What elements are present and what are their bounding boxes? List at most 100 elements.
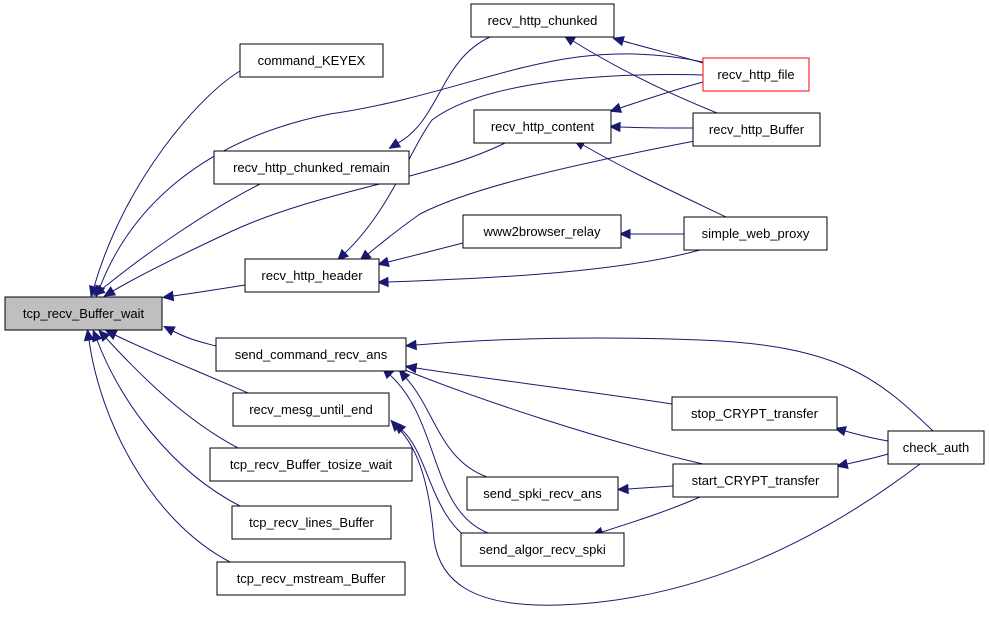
edge-arrowhead — [163, 325, 176, 336]
edge-arrowhead — [404, 362, 418, 374]
edge-line — [404, 369, 704, 465]
edge-recv_http_content-to-tcp_recv_Buffer_wait — [103, 142, 506, 297]
edge-arrowhead — [337, 248, 350, 261]
node-box — [213, 150, 410, 185]
node-start-crypt-transfer[interactable]: start_CRYPT_transfer — [672, 463, 839, 498]
edge-tcp_recv_lines_Buffer-to-tcp_recv_Buffer_wait — [92, 329, 241, 507]
node-box — [671, 396, 838, 431]
node-tcp-recv-mstream-buffer[interactable]: tcp_recv_mstream_Buffer — [216, 561, 406, 596]
node-tcp-recv-lines-buffer[interactable]: tcp_recv_lines_Buffer — [231, 505, 392, 540]
node-label: tcp_recv_lines_Buffer — [249, 515, 374, 530]
edge-send_command_recv_ans-to-tcp_recv_Buffer_wait — [163, 325, 217, 347]
edge-arrowhead — [390, 419, 403, 432]
node-label: recv_http_file — [717, 67, 794, 82]
node-box — [239, 43, 384, 78]
node-simple-web-proxy[interactable]: simple_web_proxy — [683, 216, 828, 251]
edge-simple_web_proxy-to-recv_http_content — [573, 139, 727, 218]
edge-line — [387, 249, 701, 283]
node-www2browser-relay[interactable]: www2browser_relay — [462, 214, 622, 249]
node-label: simple_web_proxy — [702, 226, 810, 241]
node-box — [702, 57, 810, 92]
edge-arrowhead — [92, 329, 103, 343]
edge-start_CRYPT_transfer-to-send_command_recv_ans — [394, 365, 704, 465]
edge-arrowhead — [398, 369, 411, 382]
edge-arrowhead — [83, 328, 95, 342]
edge-recv_http_file-to-recv_http_header — [337, 74, 706, 261]
edge-line — [846, 453, 889, 465]
edge-arrowhead — [161, 290, 175, 302]
node-box — [215, 337, 407, 372]
edge-line — [415, 367, 673, 405]
node-label: tcp_recv_Buffer_tosize_wait — [230, 457, 393, 472]
edge-line — [619, 126, 694, 129]
node-recv-http-header[interactable]: recv_http_header — [244, 258, 380, 293]
node-label: send_spki_recv_ans — [483, 486, 602, 501]
node-box — [672, 463, 839, 498]
edge-stop_CRYPT_transfer-to-send_command_recv_ans — [404, 362, 673, 405]
node-box — [209, 447, 413, 482]
node-label: recv_http_chunked_remain — [233, 160, 390, 175]
edge-recv_http_header-to-tcp_recv_Buffer_wait — [161, 284, 246, 302]
node-label: stop_CRYPT_transfer — [691, 406, 819, 421]
node-label: recv_http_Buffer — [709, 122, 805, 137]
node-box — [231, 505, 392, 540]
edge-line — [582, 144, 727, 218]
edge-arrowhead — [95, 284, 106, 298]
node-box — [232, 392, 390, 427]
edge-line — [112, 142, 506, 292]
edge-arrowhead — [618, 228, 631, 240]
edge-line — [344, 74, 706, 254]
edge-recv_http_file-to-recv_http_chunked — [612, 36, 704, 64]
node-label: tcp_recv_mstream_Buffer — [237, 571, 386, 586]
node-recv-http-chunked[interactable]: recv_http_chunked — [470, 3, 615, 38]
edge-arrowhead — [616, 483, 629, 495]
edge-line — [619, 81, 704, 109]
edge-arrowhead — [608, 121, 621, 133]
edge-line — [405, 377, 488, 478]
node-label: recv_http_chunked — [488, 13, 598, 28]
node-stop-crypt-transfer[interactable]: stop_CRYPT_transfer — [671, 396, 838, 431]
node-box — [462, 214, 622, 249]
node-command-keyex[interactable]: command_KEYEX — [239, 43, 384, 78]
node-recv-http-buffer[interactable]: recv_http_Buffer — [692, 112, 821, 147]
node-box — [4, 296, 163, 331]
node-box — [460, 532, 625, 567]
node-send-command-recv-ans[interactable]: send_command_recv_ans — [215, 337, 407, 372]
edge-line — [601, 496, 701, 533]
edge-line — [114, 334, 249, 394]
node-recv-http-chunked-remain[interactable]: recv_http_chunked_remain — [213, 150, 410, 185]
node-send-algor-recv-spki[interactable]: send_algor_recv_spki — [460, 532, 625, 567]
node-label: recv_http_header — [261, 268, 363, 283]
node-recv-mesg-until-end[interactable]: recv_mesg_until_end — [232, 392, 390, 427]
node-label: command_KEYEX — [258, 53, 366, 68]
node-recv-http-content[interactable]: recv_http_content — [473, 109, 612, 144]
node-label: recv_mesg_until_end — [249, 402, 373, 417]
node-label: tcp_recv_Buffer_wait — [23, 306, 145, 321]
node-box — [216, 561, 406, 596]
node-label: send_command_recv_ans — [235, 347, 388, 362]
node-box — [887, 430, 985, 465]
node-box — [466, 476, 619, 511]
edge-recv_http_Buffer-to-recv_http_content — [608, 121, 694, 133]
node-send-spki-recv-ans[interactable]: send_spki_recv_ans — [466, 476, 619, 511]
node-label: send_algor_recv_spki — [479, 542, 606, 557]
edge-line — [397, 427, 921, 606]
edge-www2browser_relay-to-recv_http_header — [377, 242, 464, 268]
edge-arrowhead — [836, 458, 849, 470]
node-box — [473, 109, 612, 144]
edge-line — [88, 339, 231, 563]
edge-recv_http_chunked-to-recv_http_chunked_remain — [388, 36, 491, 149]
edge-simple_web_proxy-to-www2browser_relay — [618, 228, 684, 240]
edge-arrowhead — [376, 276, 389, 288]
node-tcp-recv-buffer-wait[interactable]: tcp_recv_Buffer_wait — [4, 296, 163, 331]
edge-check_auth-to-start_CRYPT_transfer — [836, 453, 889, 470]
edge-start_CRYPT_transfer-to-send_spki_recv_ans — [616, 483, 674, 495]
node-tcp-recv-buffer-tosize-wait[interactable]: tcp_recv_Buffer_tosize_wait — [209, 447, 413, 482]
edge-line — [101, 183, 261, 290]
edge-arrowhead — [612, 36, 625, 47]
node-recv-http-file[interactable]: recv_http_file — [702, 57, 810, 92]
node-check-auth[interactable]: check_auth — [887, 430, 985, 465]
node-box — [470, 3, 615, 38]
edge-tcp_recv_Buffer_tosize_wait-to-tcp_recv_Buffer_wait — [98, 329, 239, 449]
